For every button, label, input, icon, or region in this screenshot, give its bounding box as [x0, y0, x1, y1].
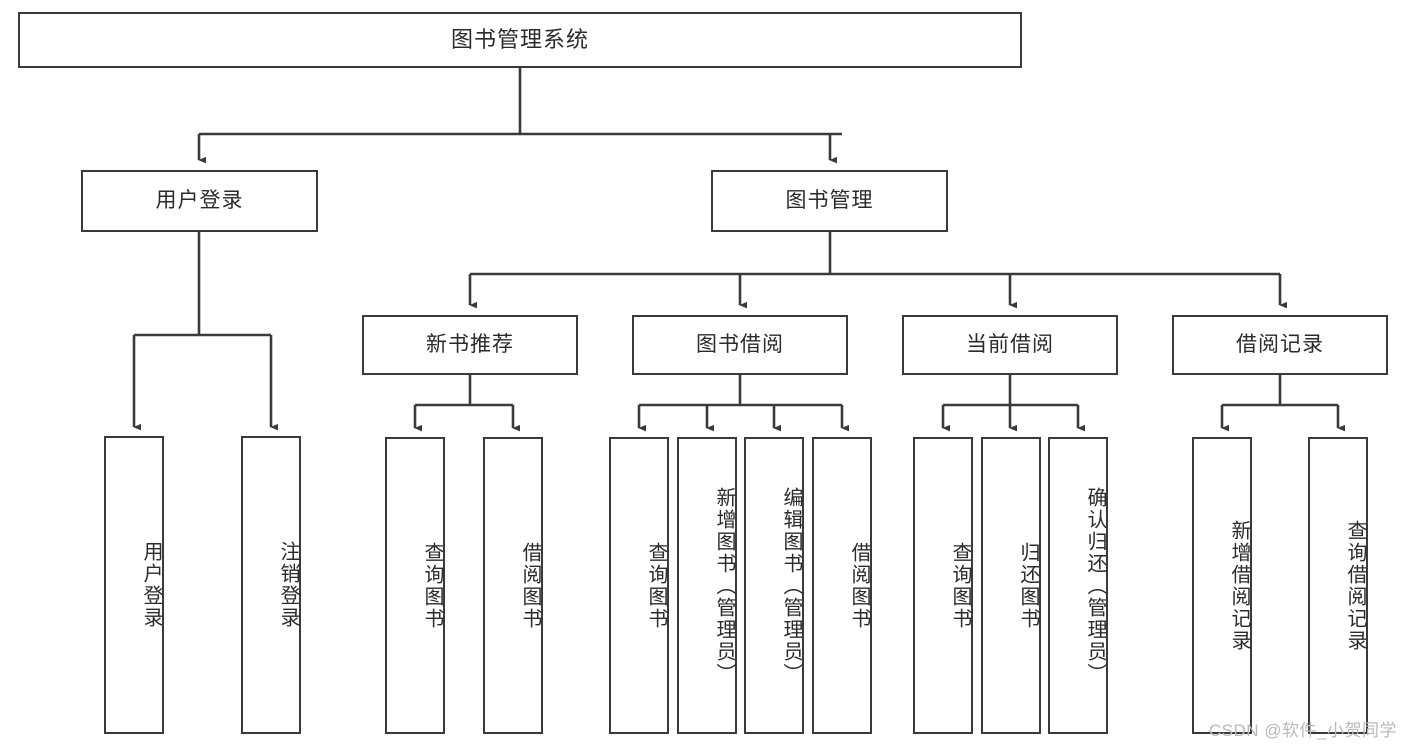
node-label: 归还图书 [1017, 541, 1039, 630]
edge-record-to-leaves [1220, 375, 1346, 432]
node-current-borrow[interactable]: 当前借阅 [902, 315, 1118, 375]
node-label: 注销登录 [277, 541, 299, 629]
leaf-node-query-book-current[interactable]: 查询图书 [913, 437, 973, 734]
leaf-node-add-book-admin[interactable]: 新增图书（管理员） [677, 437, 737, 734]
edge-borrow-to-leaves [637, 375, 850, 432]
node-borrow-record[interactable]: 借阅记录 [1172, 315, 1388, 375]
node-book-borrow[interactable]: 图书借阅 [632, 315, 848, 375]
node-label: 借阅图书 [519, 541, 541, 630]
leaf-node-borrow-book[interactable]: 借阅图书 [812, 437, 872, 734]
node-label: 借阅图书 [848, 541, 870, 630]
node-label: 新增图书（管理员） [713, 486, 735, 685]
node-label: 图书借阅 [696, 333, 784, 357]
edge-newbook-to-leaves [413, 375, 521, 432]
csdn-watermark: CSDN @软件_小贺同学 [1208, 721, 1397, 740]
node-label: 图书管理系统 [450, 26, 589, 52]
node-label: 新增借阅记录 [1228, 519, 1250, 652]
leaf-node-query-book-borrow[interactable]: 查询图书 [609, 437, 669, 734]
leaf-node-borrow-book-recommend[interactable]: 借阅图书 [483, 437, 543, 734]
edge-userlogin-to-leaves [132, 232, 279, 431]
leaf-node-add-borrow-record[interactable]: 新增借阅记录 [1192, 437, 1252, 734]
node-label: 用户登录 [155, 189, 244, 213]
node-label: 当前借阅 [966, 333, 1054, 357]
node-user-login[interactable]: 用户登录 [81, 170, 318, 232]
leaf-node-confirm-return-admin[interactable]: 确认归还（管理员） [1048, 437, 1108, 734]
node-label: 查询图书 [645, 541, 667, 630]
leaf-node-query-book-recommend[interactable]: 查询图书 [385, 437, 445, 734]
node-label: 图书管理 [785, 189, 874, 213]
node-label: 用户登录 [140, 541, 162, 629]
node-label: 查询图书 [421, 541, 443, 630]
edge-root-to-level2 [197, 68, 842, 164]
leaf-node-logout[interactable]: 注销登录 [241, 436, 301, 734]
leaf-node-query-borrow-record[interactable]: 查询借阅记录 [1308, 437, 1368, 734]
node-label: 编辑图书（管理员） [780, 486, 802, 685]
node-root-book-management-system[interactable]: 图书管理系统 [18, 12, 1022, 68]
leaf-node-edit-book-admin[interactable]: 编辑图书（管理员） [744, 437, 804, 734]
node-book-management[interactable]: 图书管理 [711, 170, 948, 232]
node-label: 借阅记录 [1236, 333, 1324, 357]
leaf-node-user-login[interactable]: 用户登录 [104, 436, 164, 734]
node-label: 查询图书 [949, 541, 971, 630]
edge-bookmgmt-to-level3 [468, 232, 1288, 309]
node-label: 新书推荐 [426, 333, 514, 357]
node-new-book-recommend[interactable]: 新书推荐 [362, 315, 578, 375]
edge-current-to-leaves [941, 375, 1086, 432]
leaf-node-return-book[interactable]: 归还图书 [981, 437, 1041, 734]
node-label: 查询借阅记录 [1344, 519, 1366, 652]
node-label: 确认归还（管理员） [1084, 486, 1106, 685]
